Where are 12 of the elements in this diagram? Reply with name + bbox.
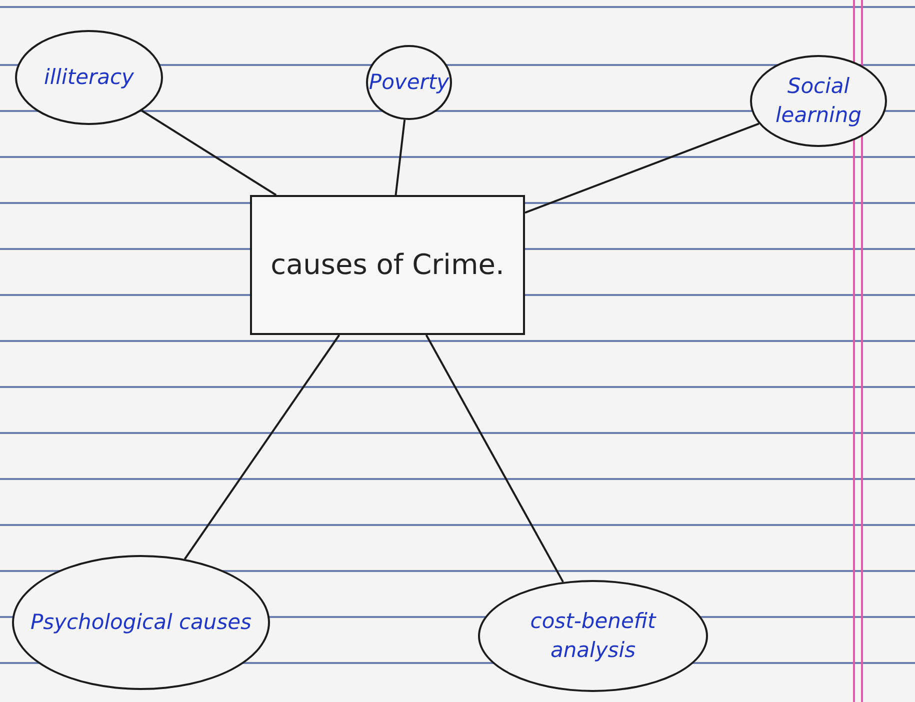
connector-line	[141, 110, 277, 196]
connector-line	[524, 122, 760, 214]
node-text: Social learning	[774, 72, 863, 129]
connector-line	[394, 120, 406, 196]
node-text: cost-benefit analysis	[529, 608, 658, 664]
node-text: Poverty	[368, 68, 450, 96]
node-text: causes of Crime.	[270, 247, 504, 284]
connector-line	[425, 334, 564, 582]
connector-line	[184, 334, 340, 560]
topic-box	[250, 195, 525, 335]
node-text: Psychological causes	[30, 608, 252, 636]
node-text: illiteracy	[44, 64, 134, 91]
